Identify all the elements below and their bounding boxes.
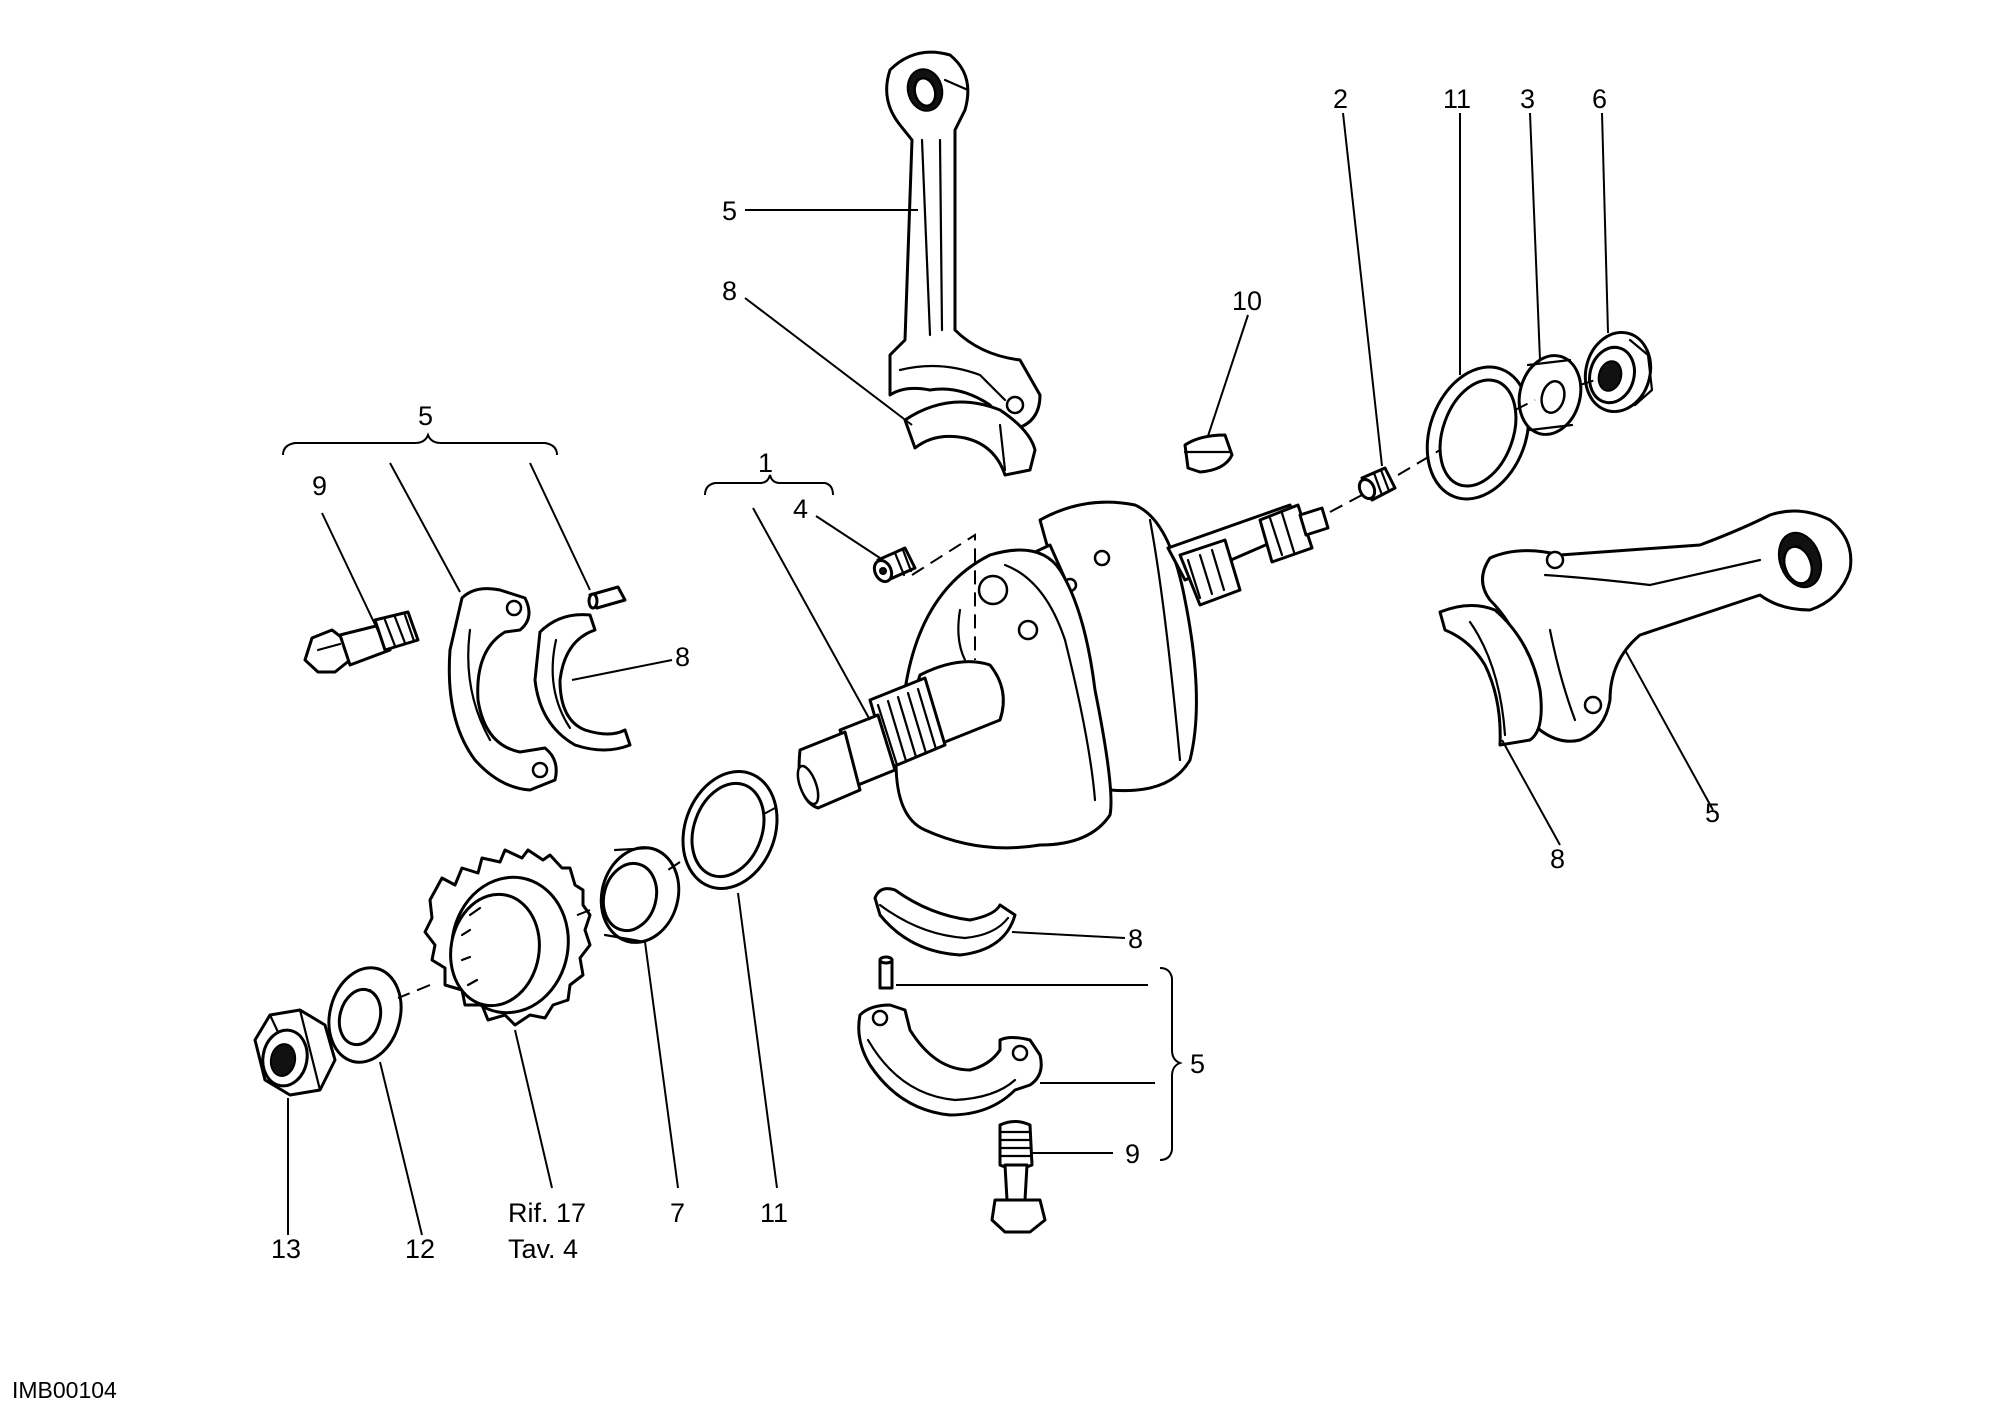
oil-seal-spacer [599, 846, 681, 944]
callout-rod-right-5: 5 [1705, 798, 1720, 828]
bracket-crankshaft [704, 474, 834, 496]
bracket-lower-group [1159, 967, 1183, 1161]
callout-bottom-11: 11 [760, 1198, 788, 1228]
drawing-code: IMB00104 [12, 1377, 117, 1403]
bearing-cap-lower [857, 1003, 1043, 1117]
callout-crank-4: 4 [793, 494, 808, 524]
callout-left-9: 9 [312, 471, 327, 501]
callout-lower-9: 9 [1125, 1139, 1140, 1169]
bolt-lower [990, 1120, 1047, 1234]
callout-labels: 5 8 1 4 10 2 11 3 6 5 8 5 9 8 13 12 Rif.… [12, 84, 1720, 1403]
bracket-left-group [282, 432, 558, 456]
callout-lower-8: 8 [1128, 924, 1143, 954]
callout-bottom-12: 12 [405, 1234, 435, 1264]
callout-right-11: 11 [1443, 84, 1471, 114]
connecting-rod-top [885, 50, 1042, 432]
bearing-shell-left [533, 613, 632, 752]
bolt-left [303, 610, 420, 674]
callout-key-10: 10 [1232, 286, 1262, 316]
callout-rod-top-5: 5 [722, 196, 737, 226]
grub-screw-left [872, 546, 917, 584]
bearing-shell-lower [873, 887, 1017, 957]
woodruff-key [1183, 433, 1234, 474]
tab-washer [327, 966, 403, 1064]
shim-ring-right [1425, 365, 1531, 501]
bearing-shell-top [903, 400, 1037, 477]
callout-right-3: 3 [1520, 84, 1535, 114]
bearing-shell-right [1438, 604, 1543, 747]
dowel-pin-lower [878, 955, 894, 990]
connecting-rod-right [1481, 509, 1853, 743]
callout-right-6: 6 [1592, 84, 1607, 114]
grub-screw-right [1357, 466, 1397, 502]
reference-note-line2: Tav. 4 [508, 1234, 578, 1264]
timing-gear [423, 848, 592, 1027]
callout-crank-1: 1 [758, 448, 773, 478]
bearing-cap-left [447, 587, 558, 792]
callout-right-2: 2 [1333, 84, 1348, 114]
dowel-pin-left [587, 585, 627, 610]
reference-note-line1: Rif. 17 [508, 1198, 586, 1228]
callout-rod-right-8: 8 [1550, 844, 1565, 874]
callout-bottom-13: 13 [271, 1234, 301, 1264]
ring-nut-right [1583, 330, 1654, 414]
spacer-washer-right [1517, 354, 1583, 436]
crankshaft [796, 500, 1330, 850]
callout-rod-top-8: 8 [722, 276, 737, 306]
callout-lower-group-5: 5 [1190, 1049, 1205, 1079]
shim-ring-bottom [681, 770, 779, 890]
leader-lines [287, 112, 1714, 1236]
hex-nut [253, 1008, 337, 1097]
callout-left-8: 8 [675, 642, 690, 672]
callout-bottom-7: 7 [670, 1198, 685, 1228]
assembly-axes [397, 379, 1596, 999]
callout-left-group-5: 5 [418, 401, 433, 431]
